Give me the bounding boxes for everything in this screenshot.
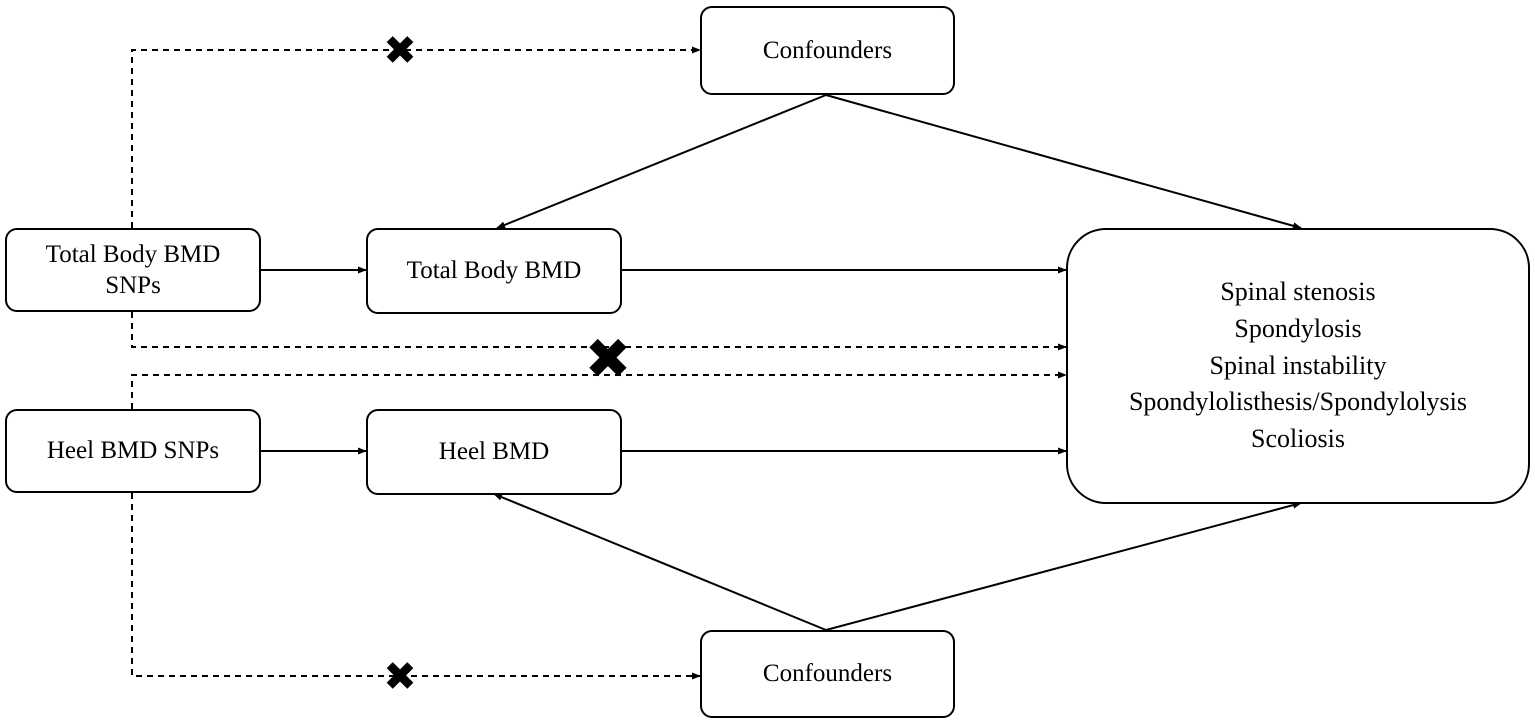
node-label-line: SNPs — [105, 272, 161, 299]
spinal-outcomes-box: Spinal stenosis Spondylosis Spinal insta… — [1066, 228, 1530, 504]
dashed-heelsnps-to-conf-bottom — [131, 493, 701, 680]
arrow-conf-top-to-outcomes — [825, 94, 1302, 230]
outcome-item: Spinal stenosis — [1220, 276, 1376, 306]
dashed-tbsnps-to-outcomes — [131, 312, 1067, 351]
total-body-bmd-snps-box: Total Body BMD SNPs — [5, 228, 261, 312]
node-label: Total Body BMD — [406, 257, 582, 285]
cross-icon: ✖ — [383, 654, 417, 700]
heel-bmd-snps-box: Heel BMD SNPs — [5, 409, 261, 493]
arrow-conf-bottom-to-heelbmd — [493, 493, 827, 631]
total-body-bmd-box: Total Body BMD — [366, 228, 622, 314]
node-label: Heel BMD SNPs — [46, 437, 220, 465]
dashed-heelsnps-to-outcomes — [131, 371, 1067, 409]
cross-icon: ✖ — [584, 327, 632, 392]
confounders-bottom-box: Confounders — [700, 630, 955, 718]
outcome-item: Spondylosis — [1234, 313, 1362, 343]
arrow-conf-top-to-tbbmd — [496, 94, 827, 229]
arrow-conf-bottom-to-outcomes — [825, 501, 1302, 631]
outcome-item: Spondylolisthesis/Spondylolysis — [1128, 387, 1468, 417]
node-label: Heel BMD — [438, 438, 550, 466]
node-label: Confounders — [762, 660, 893, 688]
confounders-top-box: Confounders — [700, 6, 955, 95]
outcome-item: Spinal instability — [1209, 350, 1387, 380]
node-label-line: Total Body BMD — [45, 240, 221, 268]
dashed-tbsnps-to-conf-top — [131, 46, 701, 228]
node-label: Confounders — [762, 36, 893, 64]
cross-icon: ✖ — [383, 28, 417, 74]
outcome-item: Scoliosis — [1251, 424, 1345, 454]
heel-bmd-box: Heel BMD — [366, 409, 622, 495]
